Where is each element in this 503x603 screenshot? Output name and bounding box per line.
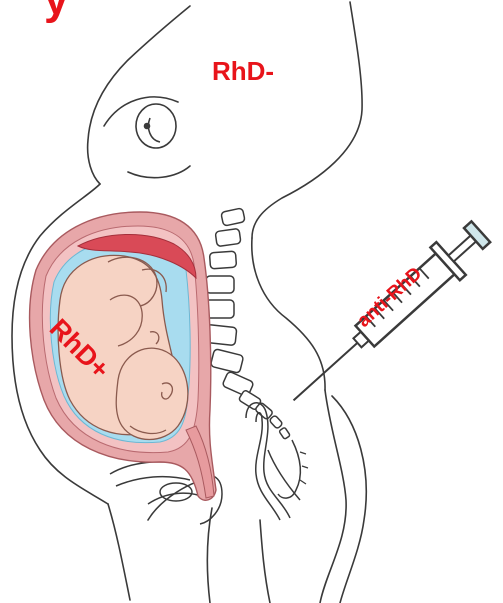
breast [136,104,176,148]
sacrum [278,440,300,498]
mother-rh-label: RhD- [212,56,274,86]
syringe-illustration [279,215,496,416]
spine-vertebrae [204,208,290,440]
title-fragment: y [44,0,69,24]
